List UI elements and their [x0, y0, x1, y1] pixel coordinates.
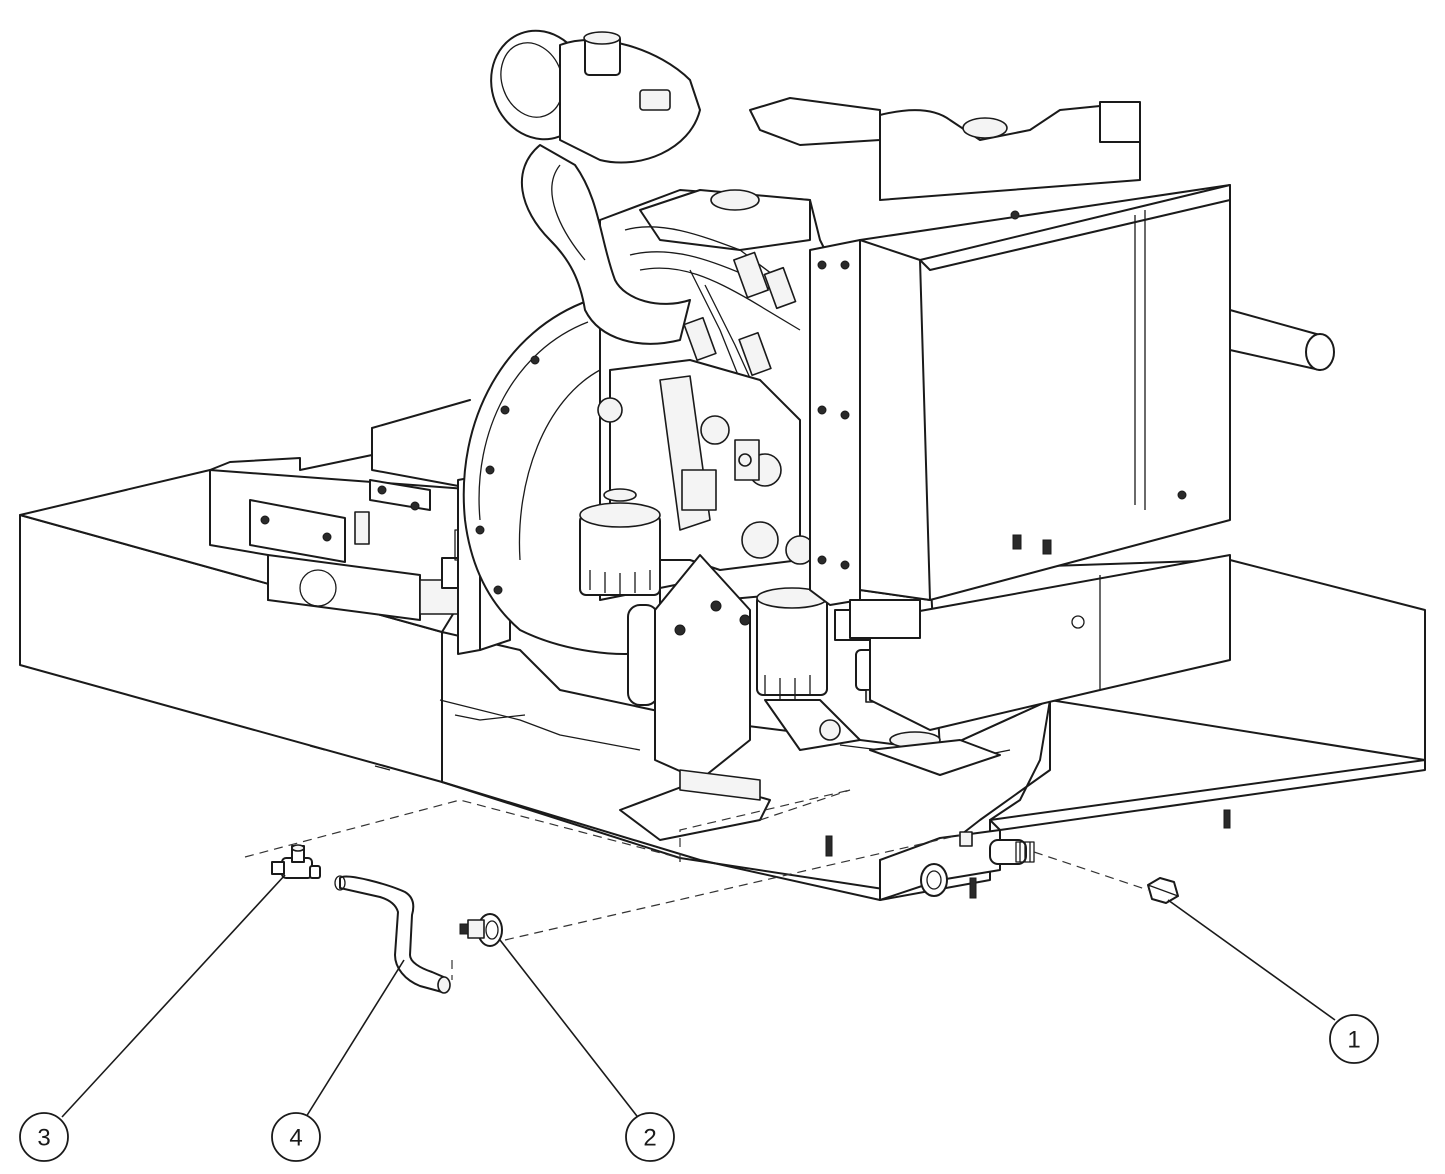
callout-3: 3	[19, 1112, 69, 1162]
radiator	[749, 97, 1335, 776]
part-4-hose	[334, 875, 451, 994]
callout-4: 4	[271, 1112, 321, 1162]
drain-fittings-installed	[879, 829, 1035, 901]
callout-3-label: 3	[37, 1125, 50, 1152]
callout-4-label: 4	[289, 1125, 302, 1152]
callout-leaders	[61, 874, 1336, 1121]
engine-block	[490, 29, 831, 841]
part-3-tee-fitting	[271, 844, 321, 879]
part-1-hex-plug	[1147, 877, 1179, 904]
assembly-lines	[244, 789, 1149, 980]
callout-2-label: 2	[643, 1125, 656, 1152]
callout-1-label: 1	[1347, 1027, 1360, 1054]
callout-2: 2	[625, 1112, 675, 1162]
callout-1: 1	[1329, 1014, 1379, 1064]
part-2-drain-valve	[459, 913, 503, 947]
